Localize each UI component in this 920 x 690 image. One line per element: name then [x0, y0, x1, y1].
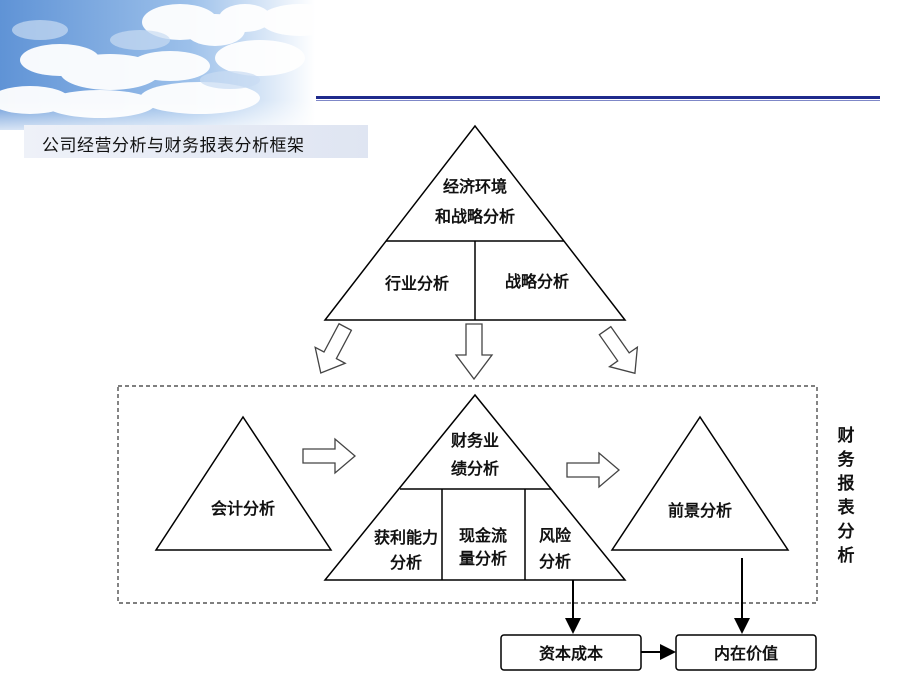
- financial-statement-analysis-label: 财务报表分析: [837, 426, 855, 566]
- financial-analysis-frame: [117, 385, 818, 604]
- slide-title: 公司经营分析与财务报表分析框架: [42, 136, 305, 156]
- hollow-arrow-right-2: [566, 451, 621, 489]
- accounting-label: 会计分析: [211, 499, 275, 518]
- performance-triangle: [323, 393, 627, 581]
- intrinsic-value-box: [675, 634, 817, 671]
- sky-cloud-banner: [0, 0, 420, 140]
- risk-line2: 分析: [539, 552, 571, 571]
- strategy-title-line2: 和战略分析: [435, 207, 515, 226]
- industry-analysis-label: 行业分析: [384, 274, 449, 293]
- intrinsic-value-label: 内在价值: [714, 644, 778, 663]
- performance-title-line1: 财务业: [450, 431, 499, 450]
- strategy-title-line1: 经济环境: [443, 177, 507, 196]
- header-rule: [316, 96, 880, 99]
- prospect-label: 前景分析: [668, 501, 732, 520]
- profitability-line2: 分析: [390, 553, 422, 572]
- accounting-triangle: [154, 415, 333, 551]
- prospect-triangle: [610, 415, 790, 551]
- performance-title-line2: 绩分析: [451, 459, 499, 478]
- hollow-arrow-right: [598, 325, 639, 375]
- hollow-arrow-left: [314, 322, 353, 374]
- risk-line1: 风险: [539, 526, 572, 545]
- title-box: 公司经营分析与财务报表分析框架: [24, 125, 368, 158]
- hollow-arrow-center: [454, 323, 494, 381]
- hollow-arrow-right-1: [302, 437, 357, 475]
- cashflow-line1: 现金流: [459, 526, 507, 545]
- strategy-analysis-label: 战略分析: [505, 272, 569, 291]
- header-rule-thin: [316, 100, 880, 101]
- cost-of-capital-label: 资本成本: [539, 644, 603, 663]
- profitability-line1: 获利能力: [374, 528, 438, 547]
- cashflow-line2: 量分析: [459, 549, 507, 568]
